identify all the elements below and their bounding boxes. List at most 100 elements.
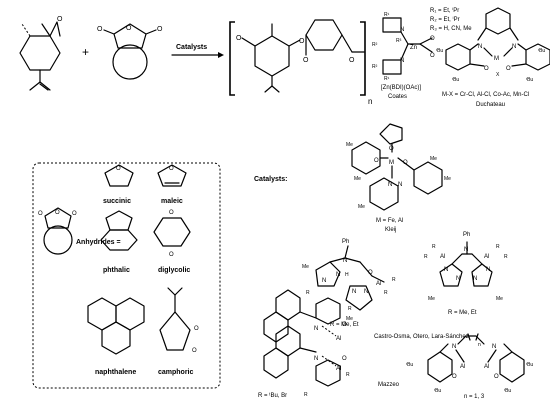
svg-text:n: n xyxy=(478,342,481,348)
svg-text:N: N xyxy=(398,182,402,188)
svg-text:O: O xyxy=(452,374,457,380)
mazzeo-catalyst-structure xyxy=(427,333,525,383)
svg-text:Al: Al xyxy=(336,366,341,372)
anhydride-succinic: succinic xyxy=(103,198,131,205)
svg-text:Zn: Zn xyxy=(410,45,417,51)
svg-text:O: O xyxy=(97,26,103,33)
svg-text:ᵗBu: ᵗBu xyxy=(504,388,511,394)
maleic-structure: O xyxy=(157,164,187,187)
svg-text:ᵗBu: ᵗBu xyxy=(538,48,545,54)
svg-text:O: O xyxy=(484,66,489,72)
anhydrides-label: Anhydrides = xyxy=(76,239,121,246)
anhydride-camphoric: camphoric xyxy=(158,369,194,376)
binaphthyl-catalyst-structure xyxy=(263,289,341,387)
phthalic-structure xyxy=(100,210,138,251)
svg-text:O: O xyxy=(403,160,408,166)
svg-text:R: R xyxy=(384,290,388,296)
svg-text:N: N xyxy=(473,276,477,282)
svg-text:N: N xyxy=(464,247,468,253)
coates-r1: R₁ = Et, ⁱPr xyxy=(430,7,459,14)
svg-text:N: N xyxy=(400,58,404,64)
svg-text:N: N xyxy=(478,44,482,50)
svg-text:Me: Me xyxy=(302,264,309,270)
svg-text:O: O xyxy=(303,57,309,64)
svg-text:O: O xyxy=(169,252,174,258)
svg-text:R: R xyxy=(504,254,508,260)
svg-text:R¹: R¹ xyxy=(384,12,390,18)
svg-text:Me: Me xyxy=(430,156,437,162)
svg-text:O: O xyxy=(349,57,355,64)
svg-text:Al: Al xyxy=(484,254,489,260)
svg-text:N: N xyxy=(336,272,340,278)
svg-text:O: O xyxy=(57,16,63,23)
svg-text:Me: Me xyxy=(428,296,435,302)
svg-text:Al: Al xyxy=(460,364,465,370)
anhydride-maleic: maleic xyxy=(161,198,183,205)
svg-text:O: O xyxy=(494,374,499,380)
svg-text:O: O xyxy=(169,210,174,216)
coates-name: Coates xyxy=(388,94,407,100)
anhydrides-box xyxy=(32,162,221,389)
svg-text:ᵗBu: ᵗBu xyxy=(436,48,443,54)
coates-atom-labels: R¹ R² R³ R¹ R² N N Zn O O xyxy=(372,12,435,82)
diglycolic-structure: O O xyxy=(153,210,191,258)
duchateau-atom-labels: N N M O O X ᵗBu ᵗBu ᵗBu ᵗBu xyxy=(436,44,545,83)
svg-text:ᵗBu: ᵗBu xyxy=(434,388,441,394)
anhydride-diglycolic: diglycolic xyxy=(158,267,190,274)
svg-text:N: N xyxy=(322,278,326,284)
svg-text:O: O xyxy=(368,270,373,276)
repeat-unit-label: n xyxy=(368,97,372,106)
reaction-arrow xyxy=(171,52,224,58)
duchateau-metal-line: M-X = Cr-Cl, Al-Cl, Co-Ac, Mn-Cl xyxy=(442,92,529,98)
svg-text:O: O xyxy=(194,326,199,332)
svg-text:N: N xyxy=(492,344,496,350)
svg-text:N: N xyxy=(400,27,404,33)
svg-text:ᵗBu: ᵗBu xyxy=(526,77,533,83)
svg-text:O: O xyxy=(38,211,43,217)
svg-text:O: O xyxy=(506,66,511,72)
svg-text:M: M xyxy=(494,56,499,62)
castro-left-atom-labels: Ph N N H N N N O Al R R Me Me xyxy=(302,239,396,322)
svg-text:R: R xyxy=(432,244,436,250)
anhydride-phthalic: phthalic xyxy=(103,267,130,274)
svg-text:N: N xyxy=(456,276,460,282)
binaphthyl-atom-labels: R R R R N N O O Al Al xyxy=(304,290,352,398)
svg-text:Ph: Ph xyxy=(463,232,470,238)
svg-text:N: N xyxy=(352,289,356,295)
coates-complex-label: [Zn(BDI)(OAc)] xyxy=(381,85,421,91)
svg-text:ᵗBu: ᵗBu xyxy=(526,362,533,368)
svg-text:R²: R² xyxy=(372,42,378,48)
svg-text:O: O xyxy=(342,322,347,328)
coates-r2: R₂ = Et, ⁱPr xyxy=(430,16,460,23)
svg-text:Ph: Ph xyxy=(342,239,349,245)
svg-text:N: N xyxy=(452,344,456,350)
svg-text:R¹: R¹ xyxy=(384,76,390,82)
polymer-product-structure: O O O O xyxy=(229,19,366,96)
kleij-atom-labels: O O O M N N Me Me Me Me Me xyxy=(346,142,451,210)
svg-text:R²: R² xyxy=(372,64,378,70)
svg-text:R: R xyxy=(392,277,396,283)
svg-text:O: O xyxy=(374,158,379,164)
castro-right-atom-labels: Ph N Al Al R R R R N N N N Me Me xyxy=(424,232,508,302)
svg-text:R: R xyxy=(348,306,352,312)
svg-text:O: O xyxy=(430,53,435,59)
svg-text:R: R xyxy=(424,254,428,260)
anhydride-reactant-structure: O O O xyxy=(97,23,163,80)
kleij-name: Kleij xyxy=(385,227,396,233)
svg-text:Me: Me xyxy=(346,316,353,322)
svg-text:O: O xyxy=(72,211,77,217)
mazzeo-n-line: n = 1, 3 xyxy=(464,394,485,400)
svg-text:N: N xyxy=(314,356,318,362)
camphoric-structure: O O xyxy=(159,287,199,354)
svg-text:Al: Al xyxy=(484,364,489,370)
generic-anhydride-structure: O O O xyxy=(38,207,77,255)
mazzeo-name: Mazzeo xyxy=(378,382,400,388)
svg-text:R: R xyxy=(304,392,308,398)
kleij-metal-line: M = Fe, Al xyxy=(376,218,403,224)
svg-text:N: N xyxy=(444,267,448,273)
castro-left-r-line: R = Me, Et xyxy=(330,322,359,328)
svg-text:O: O xyxy=(236,35,242,42)
svg-text:N: N xyxy=(512,44,516,50)
svg-text:N: N xyxy=(314,326,318,332)
svg-text:M: M xyxy=(389,160,394,166)
